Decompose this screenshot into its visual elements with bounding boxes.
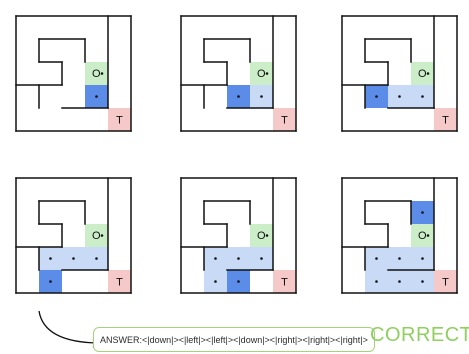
origin-label: O [418, 68, 427, 80]
path-dot [375, 95, 378, 98]
target-cell [434, 108, 457, 131]
target-cell [434, 270, 457, 293]
path-dot [398, 280, 401, 283]
path-dot [214, 257, 217, 260]
target-cell [273, 108, 296, 131]
path-dot [398, 257, 401, 260]
origin-dot [265, 234, 269, 237]
path-dot [72, 257, 75, 260]
origin-dot [426, 234, 430, 237]
path-dot [421, 257, 424, 260]
target-cell [108, 108, 131, 131]
target-cell [273, 270, 296, 293]
origin-label: O [92, 68, 101, 80]
path-dot [214, 280, 217, 283]
maze-panel-4: OT [15, 177, 132, 294]
path-dot [237, 280, 240, 283]
target-label: T [442, 115, 449, 127]
origin-cell [85, 62, 108, 85]
target-label: T [281, 277, 288, 289]
path-dot [375, 280, 378, 283]
path-dot [49, 257, 52, 260]
origin-label: O [257, 230, 266, 242]
path-dot [398, 95, 401, 98]
origin-dot [265, 72, 269, 75]
maze-panel-6: OT [341, 177, 458, 294]
path-dot [260, 257, 263, 260]
target-cell [108, 270, 131, 293]
origin-cell [250, 62, 273, 85]
path-dot [49, 280, 52, 283]
target-label: T [281, 115, 288, 127]
target-label: T [116, 277, 123, 289]
path-dot [237, 257, 240, 260]
origin-label: O [92, 230, 101, 242]
maze-panel-1: OT [15, 15, 132, 132]
maze-panel-3: OT [341, 15, 458, 132]
answer-box: ANSWER:<|down|><|left|><|left|><|down|><… [93, 327, 375, 352]
origin-label: O [418, 230, 427, 242]
target-label: T [442, 277, 449, 289]
origin-cell [411, 62, 434, 85]
maze-panel-2: OT [180, 15, 297, 132]
path-dot [375, 257, 378, 260]
target-label: T [116, 115, 123, 127]
path-dot [421, 280, 424, 283]
origin-label: O [257, 68, 266, 80]
origin-dot [100, 234, 104, 237]
origin-cell [411, 224, 434, 247]
answer-text: ANSWER:<|down|><|left|><|left|><|down|><… [100, 334, 368, 345]
result-label: CORRECT [370, 324, 469, 346]
path-dot [260, 95, 263, 98]
path-dot [421, 211, 424, 214]
path-dot [237, 95, 240, 98]
path-dot [421, 95, 424, 98]
path-dot [95, 95, 98, 98]
path-dot [95, 257, 98, 260]
origin-cell [85, 224, 108, 247]
origin-dot [426, 72, 430, 75]
origin-cell [250, 224, 273, 247]
maze-panel-5: OT [180, 177, 297, 294]
origin-dot [100, 72, 104, 75]
